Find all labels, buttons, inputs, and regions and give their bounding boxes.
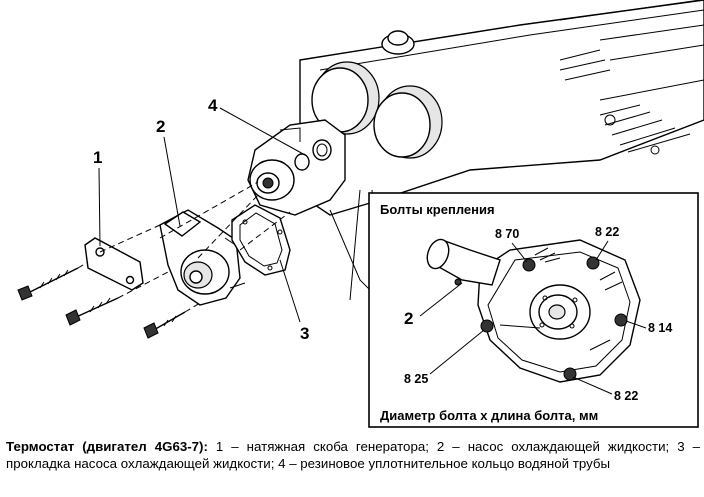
bolt-label-8-14: 8 14 [648, 321, 672, 335]
inset-part-label: 2 [404, 309, 413, 328]
bolt-1 [17, 267, 79, 301]
bolt-inset: Болты крепления 2 [368, 192, 699, 428]
callout-2: 2 [156, 117, 181, 227]
assembly-lines [77, 181, 291, 313]
svg-text:1: 1 [93, 148, 102, 167]
bolt-label-8-22-bottom: 8 22 [614, 389, 638, 403]
water-pump [159, 209, 246, 306]
svg-text:3: 3 [300, 324, 309, 343]
inset-pump [426, 238, 641, 383]
caption-text: 1 – натяжная скоба генератора; 2 – насос… [6, 439, 700, 471]
bolt-3 [143, 311, 186, 339]
bolt-2 [65, 297, 119, 326]
thermostat-housing [247, 119, 346, 216]
inset-title: Болты крепления [380, 202, 495, 217]
figure-caption: Термостат (двигател 4G63-7): 1 – натяжна… [6, 438, 700, 472]
caption-title: Термостат (двигател 4G63-7): [6, 439, 208, 454]
callout-4: 4 [208, 96, 306, 156]
inset-footer: Диаметр болта х длина болта, мм [380, 408, 598, 423]
callout-3: 3 [279, 259, 309, 343]
engine-block [299, 0, 704, 302]
bolt-label-8-22-top: 8 22 [595, 225, 619, 239]
exploded-view-diagram: 1 2 3 4 Болты крепления [17, 0, 704, 428]
bolt-label-8-70: 8 70 [495, 227, 519, 241]
callout-1: 1 [93, 148, 102, 247]
svg-text:2: 2 [156, 117, 165, 136]
bolt-label-8-25: 8 25 [404, 372, 428, 386]
alternator-bracket [84, 237, 144, 291]
svg-text:4: 4 [208, 96, 218, 115]
